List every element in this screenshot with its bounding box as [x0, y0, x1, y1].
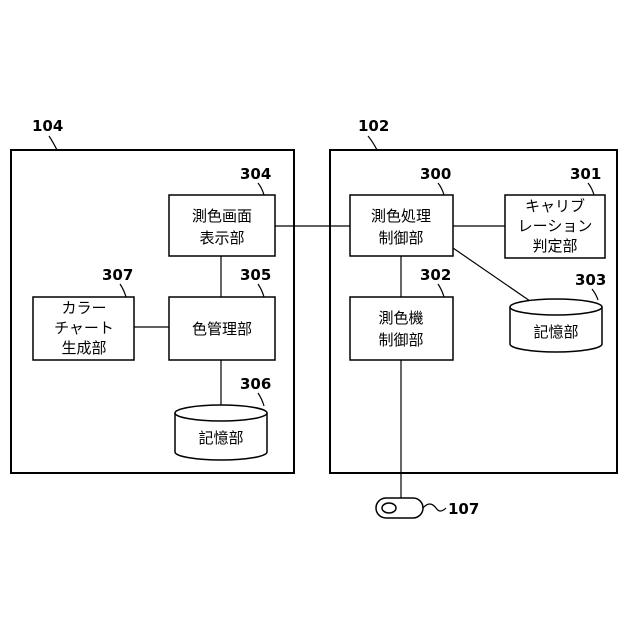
block-301-label-1: キャリブ: [525, 197, 585, 215]
block-302-ref: 302: [420, 266, 451, 284]
block-307-label-1: カラー: [61, 299, 106, 317]
device-107-ref: 107: [448, 500, 479, 518]
block-307-label-3: 生成部: [61, 339, 106, 357]
apparatus-102-leader: [368, 136, 377, 150]
block-306-ref: 306: [240, 375, 271, 393]
block-307-ref: 307: [102, 266, 133, 284]
block-303-ref: 303: [575, 271, 606, 289]
block-306-storage-top: [175, 405, 267, 421]
block-300-label-1: 測色処理: [371, 207, 431, 225]
block-304-ref: 304: [240, 165, 271, 183]
block-306-leader: [258, 393, 264, 406]
block-303-label: 記憶部: [533, 323, 578, 341]
block-302-label-2: 制御部: [378, 331, 423, 349]
block-307-label-2: チャート: [54, 319, 114, 337]
block-301-label-3: 判定部: [532, 237, 577, 255]
block-301-label-2: レーション: [518, 217, 593, 235]
block-303-leader: [592, 289, 598, 300]
block-301-ref: 301: [570, 165, 601, 183]
block-302-label-1: 測色機: [378, 309, 423, 327]
apparatus-104-ref: 104: [32, 117, 63, 135]
block-305-label: 色管理部: [192, 320, 252, 338]
block-304-leader: [258, 183, 264, 195]
block-302-leader: [438, 284, 444, 297]
block-300-label-2: 制御部: [378, 229, 423, 247]
block-303-storage-top: [510, 299, 602, 315]
block-301-leader: [588, 183, 594, 195]
block-305-ref: 305: [240, 266, 271, 284]
device-107-leader: [423, 504, 446, 511]
colorimeter-107-lens: [382, 503, 396, 513]
block-302-colorimeter-control: [350, 297, 453, 360]
block-306-label: 記憶部: [198, 429, 243, 447]
block-307-leader: [120, 284, 126, 297]
block-300-ref: 300: [420, 165, 451, 183]
block-300-leader: [438, 183, 444, 195]
apparatus-102-ref: 102: [358, 117, 389, 135]
block-305-leader: [258, 284, 264, 297]
block-304-label-2: 表示部: [199, 229, 244, 247]
apparatus-104-leader: [49, 136, 57, 150]
block-304-label-1: 測色画面: [192, 207, 252, 225]
